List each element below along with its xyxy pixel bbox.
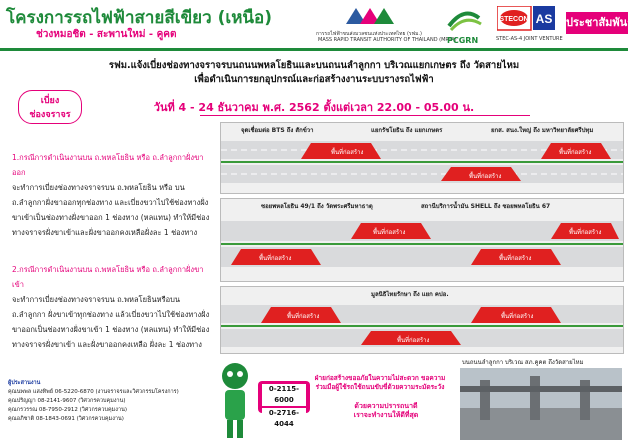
d1-zone-2-label: พื้นที่ก่อสร้าง: [469, 170, 502, 180]
d3-road-svg: พื้นที่ก่อสร้าง พื้นที่ก่อสร้าง พื้นที่ก…: [221, 305, 623, 347]
hotline-1: 0-2115-6000: [262, 384, 306, 406]
sign-off: ด้วยความปรารถนาดี เราจะทำงานให้ดีที่สุด: [336, 402, 436, 420]
d3-zone-2: [361, 331, 461, 345]
hotline-box: 0-2115-6000 0-2716-4044: [258, 381, 310, 430]
pr-ribbon: ประชาสัมพันธ์: [566, 12, 628, 34]
d1-zone-3: [541, 143, 611, 159]
d3-zone-3: [471, 307, 561, 323]
diagram-3: มูลนิธิไทยรักษา ถึง แยก คปอ. พื้นที่ก่อส…: [220, 286, 624, 354]
announcement-line2: เพื่อดำเนินการยกอุปกรณ์และก่อสร้างงานระบ…: [194, 74, 434, 85]
d2-zone-3: [471, 249, 561, 265]
mrta-logo-icon: [338, 6, 398, 26]
svg-text:AS: AS: [536, 12, 553, 26]
d3-heading-1: มูลนิธิไทยรักษา ถึง แยก คปอ.: [371, 291, 449, 298]
contacts-title: ผู้ประสานงาน: [8, 380, 41, 386]
project-title: โครงการรถไฟฟ้าสายสีเขียว (เหนือ): [6, 8, 272, 28]
header-bar: โครงการรถไฟฟ้าสายสีเขียว (เหนือ) ช่วงหมอ…: [0, 0, 628, 50]
d1-zone-1-label: พื้นที่ก่อสร้าง: [331, 146, 364, 156]
svg-text:STECON: STECON: [499, 16, 528, 23]
sign-line1: ด้วยความปรารถนาดี: [354, 402, 418, 410]
item1-text: จะทำการเบี่ยงช่องทางจราจรบน ถ.พหลโยธิน ห…: [12, 183, 210, 237]
d2-zone-1: [231, 249, 321, 265]
stecon-label: STEC-AS-4 JOINT VENTURE: [496, 36, 563, 42]
date-underline: [200, 115, 530, 116]
item2-block: 2.กรณีการดำเนินงานบน ถ.พหลโยธิน หรือ ถ.ล…: [12, 262, 212, 352]
d2-heading-1: ซอยพหลโยธิน 49/1 ถึง วัดพระศรีมหาธาตุ: [261, 203, 373, 210]
badge-line2: ช่องจราจร: [29, 110, 71, 120]
contact-row: คุณนพพล แสงทิพย์ 06-5220-6870 (งานจราจรแ…: [8, 389, 179, 395]
d1-heading-3: ยกส. สนง.ใหญ่ ถึง มหาวิทยาลัยศรีปทุม: [491, 127, 594, 134]
d3-zone-1-label: พื้นที่ก่อสร้าง: [287, 310, 320, 320]
contact-row: คุณอภิชาติ 08-1843-0691 (วิศวกรควบคุมงาน…: [8, 416, 124, 422]
d1-heading-1: จุดเชื่อมต่อ BTS ถึง สักข์วา: [241, 127, 314, 134]
detour-badge: เบี่ยง ช่องจราจร: [18, 90, 82, 124]
d2-road-svg: พื้นที่ก่อสร้าง พื้นที่ก่อสร้าง พื้นที่ก…: [221, 221, 623, 267]
d1-zone-3-label: พื้นที่ก่อสร้าง: [559, 146, 592, 156]
d2-zone-4: [551, 223, 619, 239]
sign-line2: เราจะทำงานให้ดีที่สุด: [353, 411, 419, 419]
diagram-1: จุดเชื่อมต่อ BTS ถึง สักข์วา แยกรัชโยธิน…: [220, 122, 624, 194]
date-range: วันที่ 4 - 24 ธันวาคม พ.ศ. 2562 ตั้งแต่เ…: [153, 101, 475, 114]
mascot-icon: [222, 363, 248, 438]
stecon-logo-icon: STECON AS: [497, 6, 555, 31]
d2-zone-1-label: พื้นที่ก่อสร้าง: [259, 252, 292, 262]
contacts-block: ผู้ประสานงาน คุณนพพล แสงทิพย์ 06-5220-68…: [8, 379, 179, 424]
d2-zone-2-label: พื้นที่ก่อสร้าง: [373, 226, 406, 236]
d1-zone-1: [301, 143, 381, 159]
d3-zone-1: [261, 307, 341, 323]
mrta-name-th: การรถไฟฟ้าขนส่งมวลชนแห่งประเทศไทย (รฟม.): [316, 31, 422, 37]
pcgrn-logo-icon: [447, 11, 482, 32]
d3-zone-3-label: พื้นที่ก่อสร้าง: [501, 310, 534, 320]
announcement-line1: รฟม.แจ้งเบี่ยงช่องทางจราจรบนถนนพหลโยธินแ…: [108, 60, 520, 71]
pcgrn-label: PCGRN: [447, 36, 479, 45]
apology-text: ฝ่ายก่อสร้างขออภัยในความไม่สะดวก ขอความร…: [314, 374, 446, 391]
mrta-name-en: MASS RAPID TRANSIT AUTHORITY OF THAILAND…: [318, 37, 457, 43]
item2-heading: 2.กรณีการดำเนินงานบน ถ.พหลโยธิน หรือ ถ.ล…: [12, 265, 204, 289]
diagram-2: ซอยพหลโยธิน 49/1 ถึง วัดพระศรีมหาธาตุ สถ…: [220, 198, 624, 282]
d1-zone-2: [441, 167, 521, 181]
d1-road-svg: พื้นที่ก่อสร้าง พื้นที่ก่อสร้าง พื้นที่ก…: [221, 141, 623, 183]
d2-zone-2: [351, 223, 431, 239]
contact-row: คุณปริญญา 08-2141-9607 (วิศวกรควบคุมงาน): [8, 398, 126, 404]
project-subtitle: ช่วงหมอชิต - สะพานใหม่ - คูคต: [36, 29, 177, 40]
d2-zone-4-label: พื้นที่ก่อสร้าง: [569, 226, 602, 236]
contact-row: คุณกรวรรณ 08-7950-2912 (วิศวกรควบคุมงาน): [8, 407, 127, 413]
site-photo: [460, 368, 622, 440]
hotline-2: 0-2716-4044: [262, 408, 306, 430]
badge-line1: เบี่ยง: [40, 96, 60, 106]
item2-text: จะทำการเบี่ยงช่องทางจราจรบน ถ.พหลโยธินหร…: [12, 295, 210, 349]
header-divider: [0, 48, 628, 51]
d1-heading-2: แยกรัชโยธิน ถึง แยกเกษตร: [371, 127, 443, 134]
item1-block: 1.กรณีการดำเนินงานบน ถ.พหลโยธิน หรือ ถ.ล…: [12, 150, 212, 240]
item1-heading: 1.กรณีการดำเนินงานบน ถ.พหลโยธิน หรือ ถ.ล…: [12, 153, 204, 177]
d2-zone-3-label: พื้นที่ก่อสร้าง: [499, 252, 532, 262]
d3-zone-2-label: พื้นที่ก่อสร้าง: [397, 334, 430, 344]
photo-caption: บนถนนลำลูกกา บริเวณ สภ.คูคต ถึงวัดสายไหม: [462, 359, 584, 366]
d2-heading-2: สถานีบริการน้ำมัน SHELL ถึง ซอยพหลโยธิน …: [421, 203, 551, 210]
